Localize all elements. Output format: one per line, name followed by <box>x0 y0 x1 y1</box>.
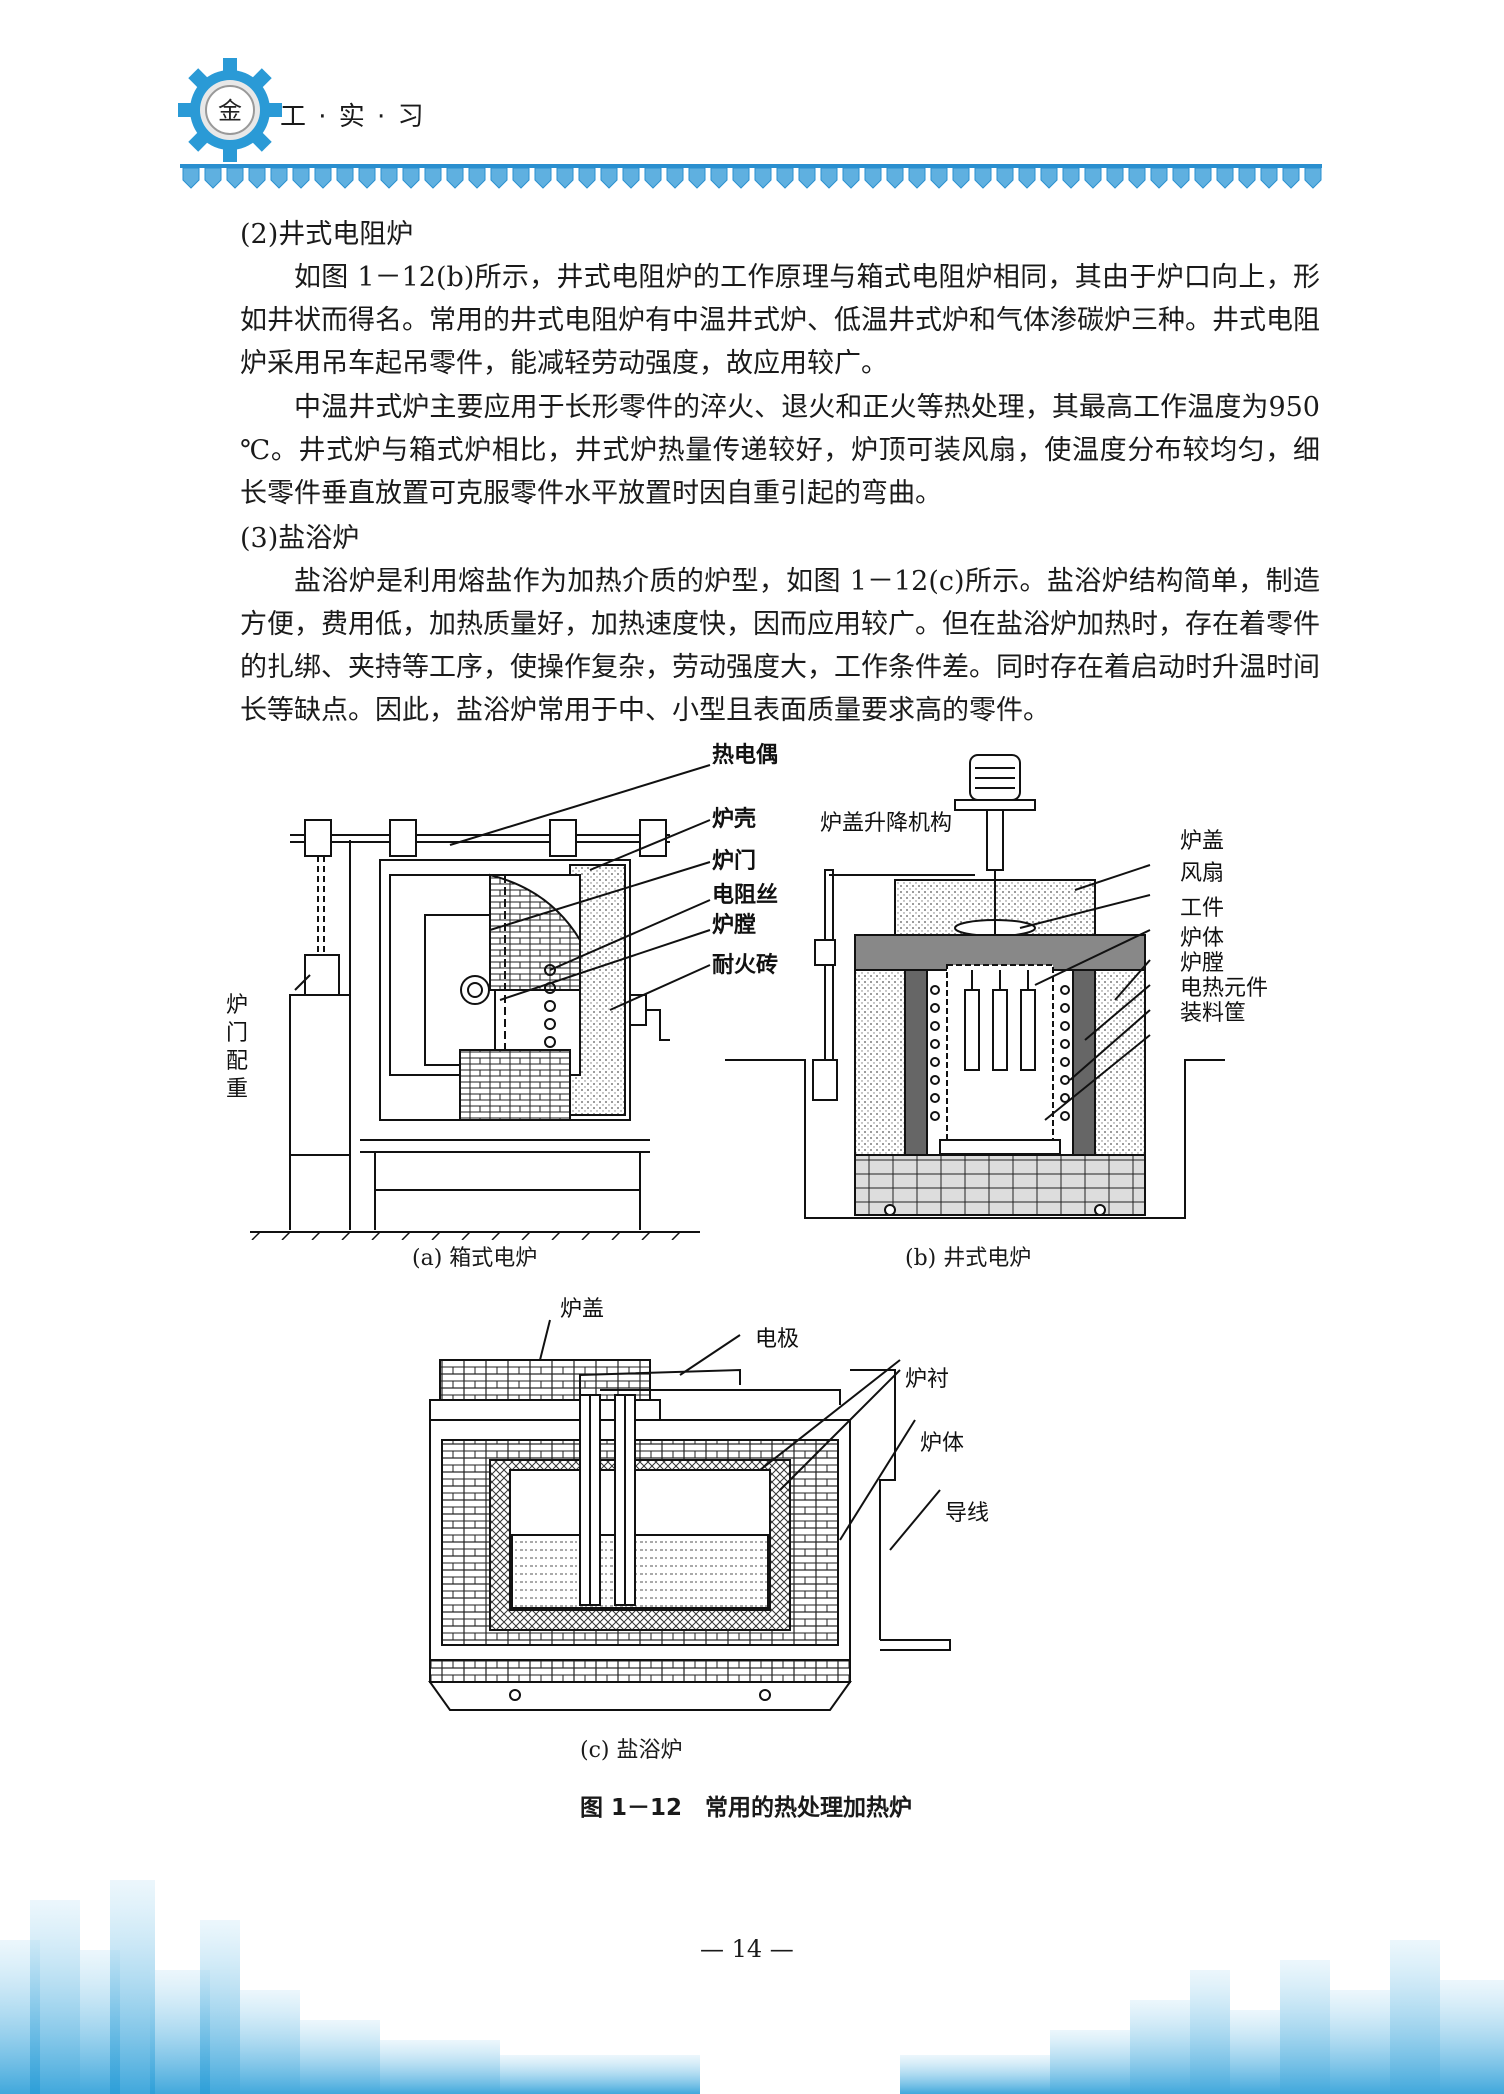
label-heating-element: 电热元件 <box>1180 976 1268 1001</box>
label-chamber: 炉膛 <box>712 912 756 938</box>
label-fan: 风扇 <box>1180 861 1224 886</box>
figure-a-side-label: 炉 门 配 重 <box>226 993 248 1102</box>
figure-b-left-label: 炉盖升降机构 <box>820 811 952 836</box>
caption-a: (a) 箱式电炉 <box>412 1246 538 1271</box>
label-shell: 炉壳 <box>712 807 756 832</box>
paragraph: 盐浴炉是利用熔盐作为加热介质的炉型，如图 1－12(c)所示。盐浴炉结构简单，制… <box>240 566 1320 726</box>
label-workpiece: 工件 <box>1180 896 1224 921</box>
city-skyline-decoration <box>0 1880 1504 2094</box>
page-number: — 14 — <box>700 1935 794 1963</box>
header-rule <box>180 164 1322 168</box>
section-heading-well-furnace: (2)井式电阻炉 <box>240 219 414 250</box>
label-body-c: 炉体 <box>920 1431 964 1456</box>
section-heading-salt-bath: (3)盐浴炉 <box>240 523 360 554</box>
figure-a-labels: 热电偶 炉壳 炉门 电阻丝 炉膛 耐火砖 <box>712 742 778 978</box>
gear-logo: 金 <box>178 58 282 162</box>
label-body: 炉体 <box>1180 926 1224 951</box>
caption-b: (b) 井式电炉 <box>905 1246 1032 1271</box>
label-thermocouple: 热电偶 <box>712 742 778 768</box>
label-lining: 炉衬 <box>905 1367 949 1392</box>
label-resistance-wire: 电阻丝 <box>712 882 778 908</box>
label-electrode: 电极 <box>755 1327 799 1352</box>
figure-salt-bath <box>428 1319 951 1711</box>
paragraph: 中温井式炉主要应用于长形零件的淬火、退火和正火等热处理，其最高工作温度为950 … <box>240 392 1320 509</box>
svg-text:炉: 炉 <box>226 993 248 1018</box>
label-lid-lift: 炉盖升降机构 <box>820 811 952 836</box>
paragraph: 如图 1－12(b)所示，井式电阻炉的工作原理与箱式电阻炉相同，其由于炉口向上，… <box>240 262 1320 379</box>
label-basket: 装料筐 <box>1180 1001 1246 1026</box>
figure-c-labels: 炉盖 电极 炉衬 炉体 导线 <box>560 1297 989 1526</box>
logo-char: 金 <box>218 97 242 125</box>
label-lid: 炉盖 <box>1180 829 1224 854</box>
header-title: 工 · 实 · 习 <box>280 102 426 132</box>
figure-title: 图 1－12 常用的热处理加热炉 <box>580 1795 913 1821</box>
caption-c: (c) 盐浴炉 <box>580 1738 683 1763</box>
svg-text:重: 重 <box>226 1077 248 1102</box>
header-teeth-border <box>180 168 1322 190</box>
svg-text:门: 门 <box>226 1021 248 1046</box>
label-firebrick: 耐火砖 <box>712 952 778 978</box>
svg-text:配: 配 <box>226 1049 248 1074</box>
label-wire: 导线 <box>945 1501 989 1526</box>
label-door: 炉门 <box>712 848 756 874</box>
figure-well-furnace <box>725 754 1225 1219</box>
figure-box-furnace <box>250 764 711 1240</box>
label-lid-c: 炉盖 <box>560 1297 604 1322</box>
figure-b-labels: 炉盖 风扇 工件 炉体 炉膛 电热元件 装料筐 <box>1180 829 1268 1026</box>
label-chamber-b: 炉膛 <box>1180 951 1224 976</box>
